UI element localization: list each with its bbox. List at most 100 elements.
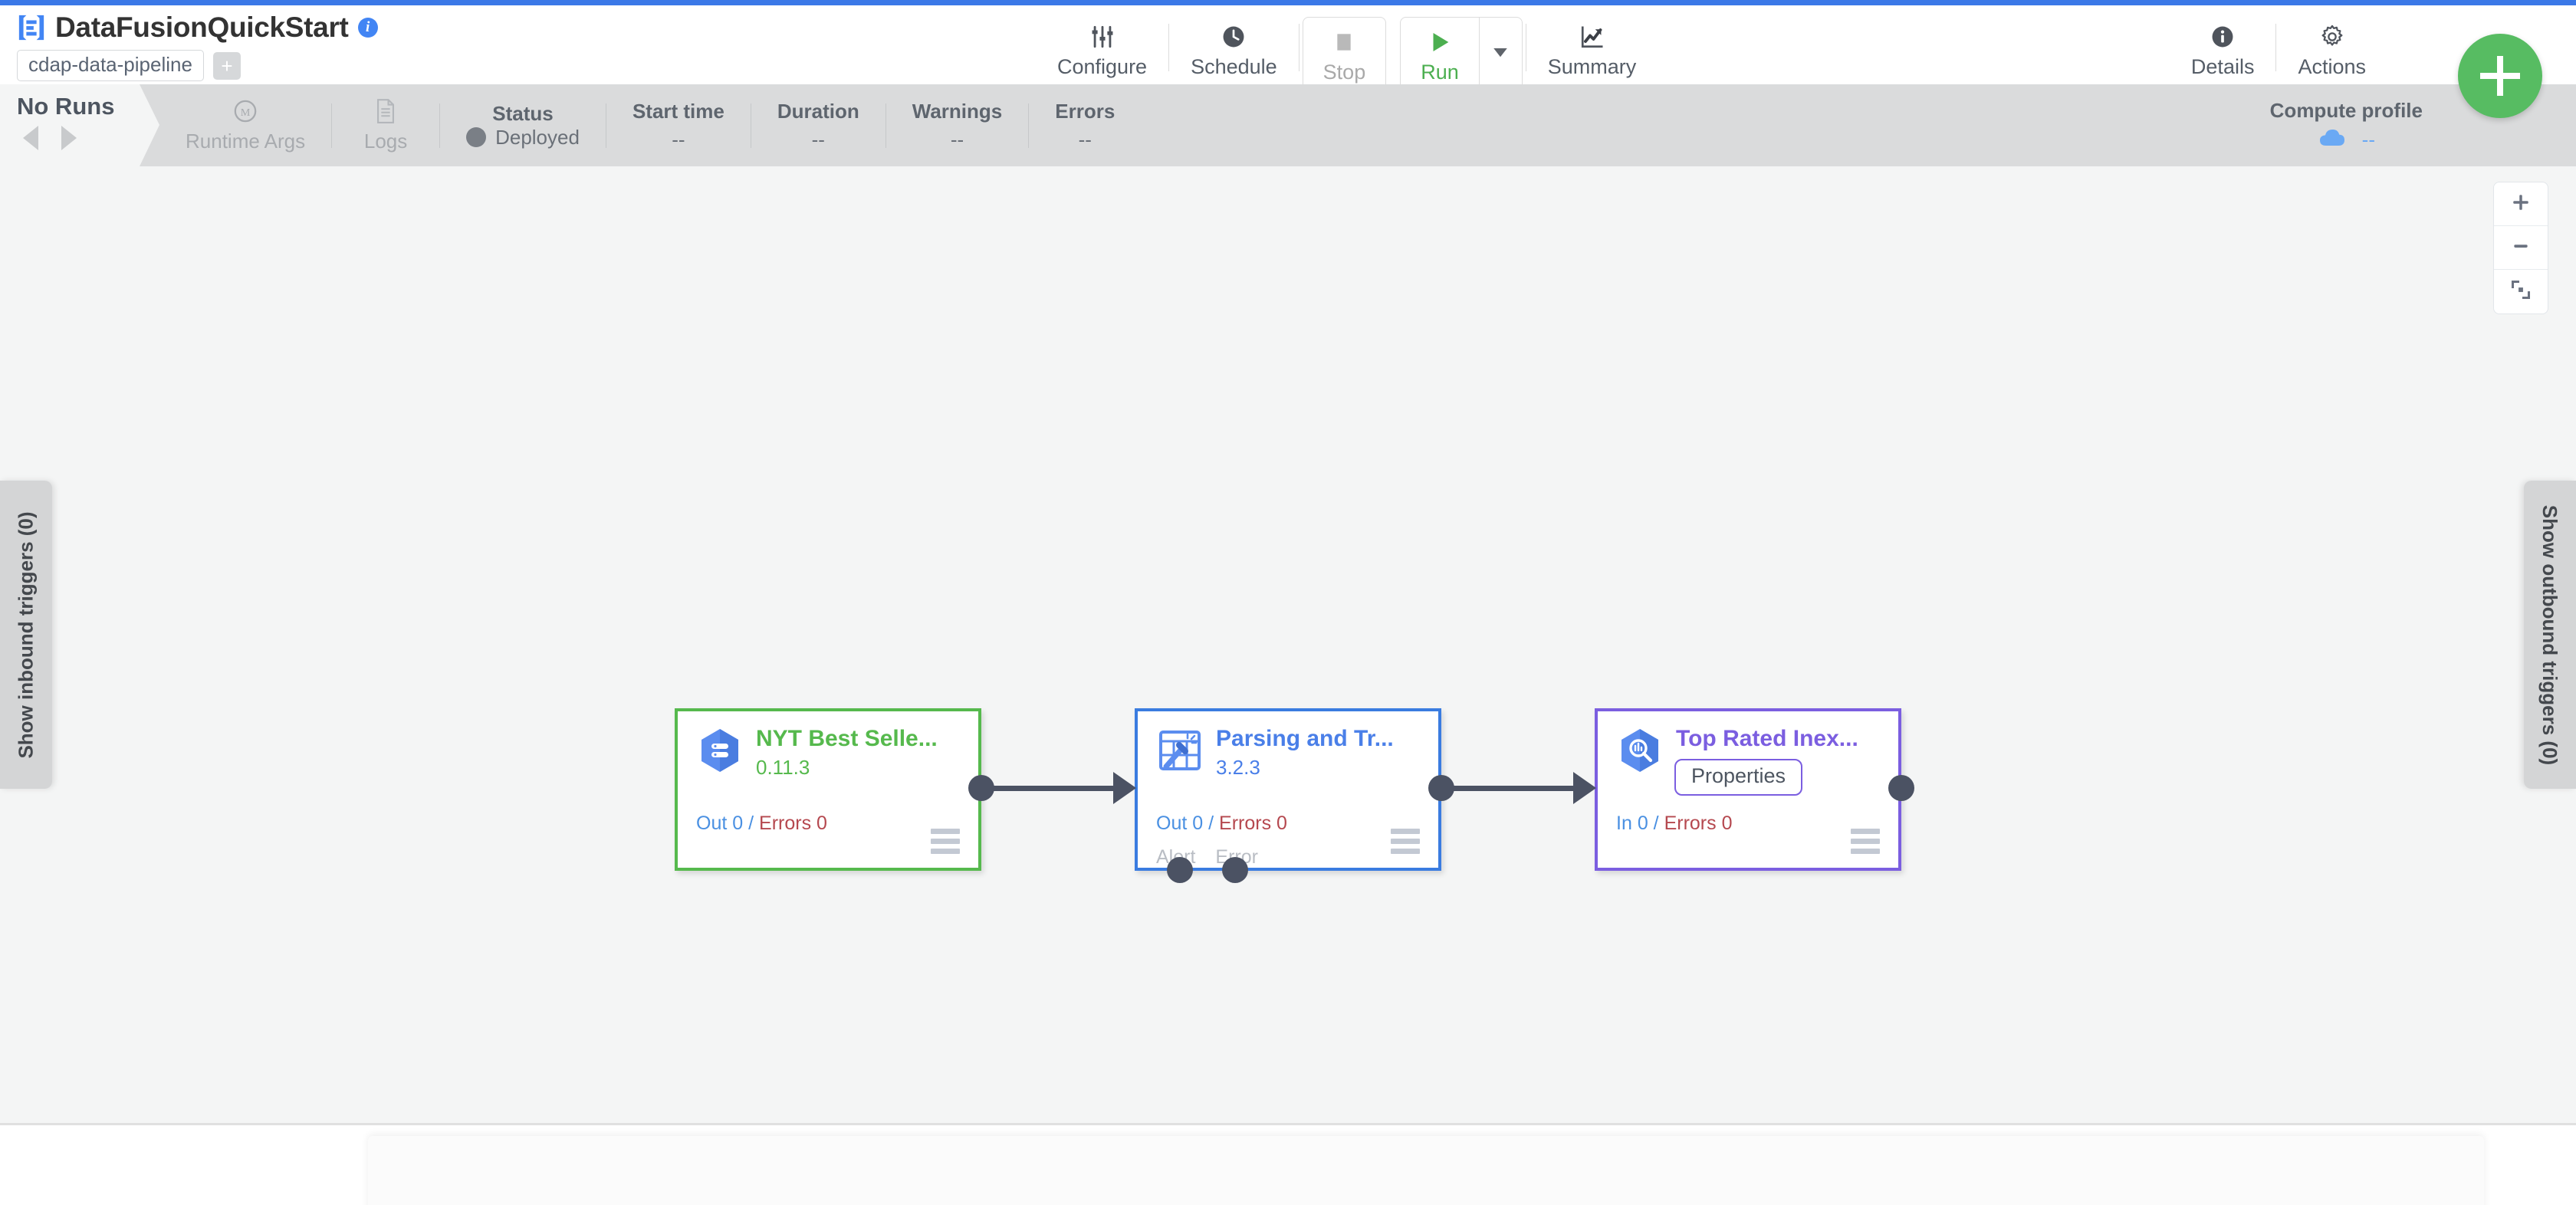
node-metrics: In 0 / Errors 0 [1616, 813, 1733, 835]
run-button-box: Run [1400, 17, 1523, 91]
outbound-triggers-drawer[interactable]: Show outbound triggers (0) [2524, 481, 2576, 789]
node-version: 0.11.3 [756, 756, 810, 780]
runtime-args-label: Runtime Args [186, 130, 306, 153]
cdap-logo-icon [18, 15, 44, 41]
cloud-icon [2318, 127, 2350, 153]
port-error-transform[interactable] [1222, 857, 1248, 883]
details-button[interactable]: Details [2173, 11, 2273, 79]
node-metric-separator: / [1653, 813, 1659, 834]
minus-icon [2511, 236, 2531, 260]
connector-transform-to-sink[interactable] [1447, 786, 1578, 791]
outbound-triggers-label: Show outbound triggers (0) [2538, 504, 2562, 765]
runtime-args-button[interactable]: M Runtime Args [159, 97, 331, 153]
node-title-block: Top Rated Inex... [1676, 726, 1858, 751]
node-errors-label: Errors [1219, 813, 1272, 834]
bigquery-source-icon [696, 727, 744, 774]
runs-tab [0, 84, 159, 166]
zoom-out-button[interactable] [2494, 226, 2548, 270]
toolbar-divider [2275, 24, 2277, 71]
toolbar-divider [1298, 24, 1300, 71]
run-metrics: M Runtime Args [159, 84, 1141, 166]
actions-button[interactable]: Actions [2279, 11, 2384, 79]
port-out-transform[interactable] [1428, 775, 1454, 801]
hamburger-menu-icon[interactable] [1851, 829, 1880, 854]
statusbar-divider [331, 103, 333, 148]
connector-arrowhead [1113, 772, 1136, 804]
inbound-triggers-label: Show inbound triggers (0) [14, 511, 38, 759]
port-alert-transform[interactable] [1167, 857, 1193, 883]
warnings-value: -- [950, 127, 964, 151]
run-button[interactable]: Run [1401, 18, 1479, 90]
run-label: Run [1421, 61, 1459, 84]
pipeline-node-source[interactable]: NYT Best Selle... 0.11.3 Out 0 / Errors … [675, 708, 981, 871]
runs-pager [23, 126, 77, 150]
zoom-in-button[interactable] [2494, 182, 2548, 226]
status-field: Status Deployed [440, 102, 606, 149]
compute-profile-value: -- [2361, 127, 2375, 151]
start-time-label: Start time [632, 99, 724, 123]
add-plugin-fab[interactable] [2458, 34, 2542, 118]
header-bar: DataFusionQuickStart i cdap-data-pipelin… [0, 5, 2576, 91]
errors-label: Errors [1055, 99, 1116, 123]
statusbar-divider [1028, 103, 1030, 148]
sliders-icon [1089, 20, 1116, 54]
node-metrics: Out 0 / Errors 0 [696, 813, 827, 835]
page-title: DataFusionQuickStart [55, 11, 349, 43]
configure-button[interactable]: Configure [1039, 11, 1165, 79]
summary-button[interactable]: Summary [1530, 11, 1655, 79]
triangle-right-icon[interactable] [61, 126, 77, 150]
node-header: NYT Best Selle... 0.11.3 [678, 711, 978, 780]
inbound-triggers-drawer[interactable]: Show inbound triggers (0) [0, 481, 52, 789]
node-name: Parsing and Tr... [1216, 726, 1394, 751]
add-tag-button[interactable]: + [212, 51, 241, 80]
port-out-source[interactable] [968, 775, 994, 801]
pipeline-node-transform[interactable]: Parsing and Tr... 3.2.3 Out 0 / Errors 0… [1135, 708, 1441, 871]
schedule-button[interactable]: Schedule [1172, 11, 1296, 79]
actions-label: Actions [2298, 55, 2366, 78]
fit-to-screen-button[interactable] [2494, 270, 2548, 314]
errors-value: -- [1078, 127, 1092, 151]
document-icon [374, 97, 397, 125]
clock-icon [1221, 20, 1247, 54]
footer-console-card[interactable] [368, 1136, 2484, 1205]
toolbar-secondary: Details Actions [2173, 11, 2384, 84]
pipeline-canvas[interactable]: Show inbound triggers (0) Show outbound … [0, 166, 2576, 1123]
node-header: Parsing and Tr... 3.2.3 [1138, 711, 1438, 780]
node-title-block: Parsing and Tr... 3.2.3 [1216, 726, 1394, 780]
run-options-dropdown[interactable] [1478, 18, 1522, 90]
port-out-sink[interactable] [1888, 775, 1914, 801]
app-brand: DataFusionQuickStart i [17, 11, 378, 44]
artifact-type-chip[interactable]: cdap-data-pipeline [17, 50, 204, 81]
plus-icon [2511, 192, 2531, 216]
pipeline-node-sink[interactable]: Top Rated Inex... Properties In 0 / Erro… [1595, 708, 1901, 871]
node-errors-label: Errors [759, 813, 812, 834]
node-out-label: Out [696, 813, 728, 834]
node-header: Top Rated Inex... [1598, 711, 1898, 774]
hamburger-menu-icon[interactable] [931, 829, 960, 854]
node-errors-value: 0 [1721, 813, 1733, 834]
status-dot-icon [466, 127, 487, 147]
node-name: Top Rated Inex... [1676, 726, 1858, 751]
node-out-label: Out [1156, 813, 1188, 834]
node-in-value: 0 [1637, 813, 1648, 834]
connector-source-to-transform[interactable] [987, 786, 1118, 791]
runs-title: No Runs [17, 93, 115, 120]
stop-button[interactable]: Stop [1303, 18, 1386, 90]
node-errors-value: 0 [816, 813, 827, 834]
stop-label: Stop [1322, 61, 1366, 84]
logs-label: Logs [363, 130, 408, 153]
triangle-left-icon[interactable] [23, 126, 38, 150]
warnings-field: Warnings -- [886, 100, 1028, 152]
hamburger-menu-icon[interactable] [1391, 829, 1420, 854]
properties-tooltip[interactable]: Properties [1674, 759, 1803, 796]
start-time-field: Start time -- [606, 100, 751, 152]
node-errors-value: 0 [1276, 813, 1287, 834]
info-icon[interactable]: i [357, 18, 378, 38]
compute-profile-field[interactable]: Compute profile -- [2270, 84, 2423, 166]
logs-button[interactable]: Logs [332, 97, 439, 153]
artifact-row: cdap-data-pipeline + [17, 50, 241, 81]
schedule-label: Schedule [1191, 55, 1277, 78]
toolbar-divider [1168, 24, 1170, 71]
macro-m-icon: M [232, 97, 258, 125]
